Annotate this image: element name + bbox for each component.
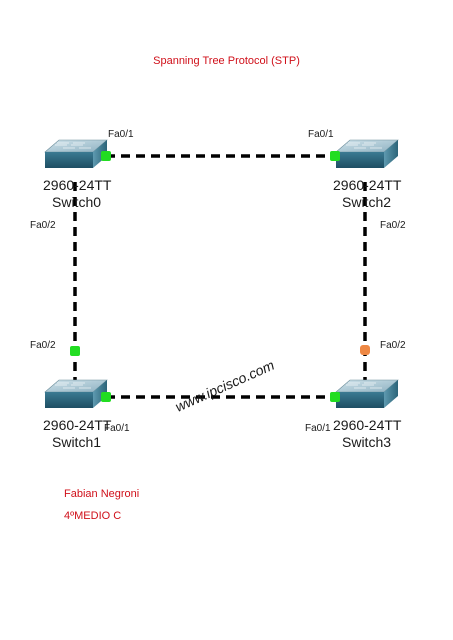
port-light-sw3-right (360, 345, 370, 355)
port-label-sw2-right: Fa0/2 (380, 220, 406, 231)
switch3-name-label: Switch3 (342, 434, 391, 450)
port-label-sw3-right: Fa0/2 (380, 340, 406, 351)
switch3-icon[interactable] (335, 379, 399, 409)
port-label-sw3-bottom: Fa0/1 (305, 423, 331, 434)
switch0-model-label: 2960-24TT (43, 177, 112, 193)
port-light-sw1-bottom (101, 392, 111, 402)
watermark-text: www.ipcisco.com (173, 357, 277, 415)
switch2-icon[interactable] (335, 139, 399, 169)
port-label-sw1-bottom: Fa0/1 (104, 423, 130, 434)
port-light-sw3-bottom (330, 392, 340, 402)
switch0-name-label: Switch0 (52, 194, 101, 210)
port-label-sw0-top: Fa0/1 (108, 129, 134, 140)
switch1-model-label: 2960-24TT (43, 417, 112, 433)
author-name: Fabian Negroni (64, 488, 140, 500)
page-title: Spanning Tree Protocol (STP) (153, 55, 300, 67)
port-label-sw2-top: Fa0/1 (308, 129, 334, 140)
switch1-name-label: Switch1 (52, 434, 101, 450)
port-light-sw2-top (330, 151, 340, 161)
switch2-name-label: Switch2 (342, 194, 391, 210)
port-light-sw1-left (70, 346, 80, 356)
port-label-sw0-left: Fa0/2 (30, 220, 56, 231)
switch3-model-label: 2960-24TT (333, 417, 402, 433)
author-class: 4ºMEDIO C (64, 510, 122, 522)
switch0-icon[interactable] (44, 139, 108, 169)
port-label-sw1-left: Fa0/2 (30, 340, 56, 351)
port-light-sw0-top (101, 151, 111, 161)
switch2-model-label: 2960-24TT (333, 177, 402, 193)
switch1-icon[interactable] (44, 379, 108, 409)
